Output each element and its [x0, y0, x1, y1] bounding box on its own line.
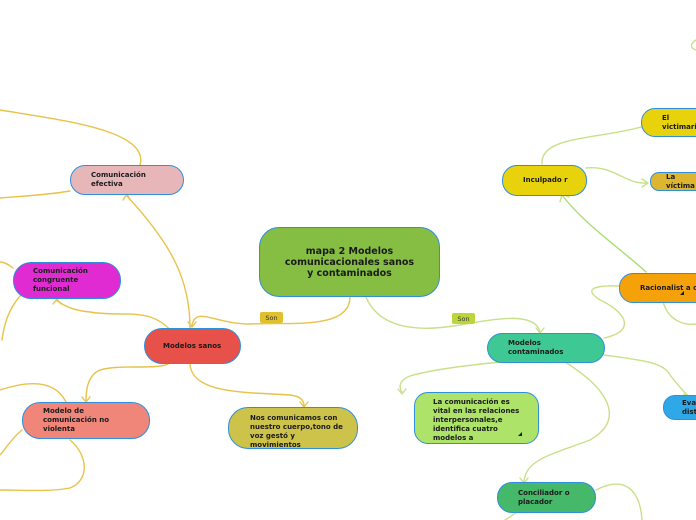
topic-la-victima[interactable]: La víctima [650, 172, 696, 191]
topic-inculpador[interactable]: Inculpado r [502, 165, 587, 196]
arrowhead-victima [641, 178, 649, 188]
link-contaminados-to-conciliador [523, 361, 610, 483]
collapse-marker-icon[interactable] [518, 432, 522, 436]
topic-conciliador[interactable]: Conciliador o placador [497, 482, 596, 513]
link-modelos-sanos-to-modelo-no-violenta [85, 363, 169, 401]
link-noviolenta-top [0, 382, 67, 403]
link-inculpador-to-victima [585, 167, 649, 184]
link-efectiva-left [0, 190, 71, 199]
link-central-to-modelos-sanos [191, 296, 351, 326]
topic-modelo-no-violenta-label: Modelo de comunicación no violenta [43, 407, 110, 433]
topic-modelos-sanos-label: Modelos sanos [163, 341, 222, 350]
topic-modelos-contaminados[interactable]: Modelos contaminados [487, 333, 605, 363]
link-racionalista-right [662, 301, 696, 325]
link-contaminados-to-racionalista [591, 285, 626, 339]
link-noviolenta-left [0, 429, 23, 456]
link-label-son-left: Son [260, 312, 283, 323]
topic-inculpador-label: Inculpado r [523, 176, 568, 184]
topic-modelos-contaminados-label: Modelos contaminados [508, 339, 564, 356]
link-central-to-modelos-contaminados [365, 296, 541, 333]
topic-comunicacion-congruente-label: Comunicación congruente funcional [33, 267, 88, 293]
link-conciliador-right [595, 483, 643, 520]
link-contaminados-to-evasivo [603, 354, 691, 399]
topic-comunicacion-congruente[interactable]: Comunicación congruente funcional [13, 262, 121, 299]
link-top-right [690, 39, 696, 51]
link-congruente-bottom [1, 295, 21, 341]
central-topic[interactable]: mapa 2 Modelos comunicacionales sanos y … [259, 227, 440, 297]
topic-la-comunicacion-vital-label: La comunicación es vital en las relacion… [433, 398, 520, 442]
topic-la-comunicacion-vital[interactable]: La comunicación es vital en las relacion… [414, 392, 539, 444]
link-contaminados-to-la-comunicacion-vital [399, 361, 501, 393]
topic-racionalista-label: Racionalist a o [640, 283, 696, 292]
arrowhead-congruente [52, 298, 62, 305]
central-topic-title: mapa 2 Modelos comunicacionales sanos y … [284, 245, 415, 279]
collapse-marker-icon[interactable] [680, 291, 684, 295]
topic-comunicacion-efectiva[interactable]: Comunicación efectiva [70, 165, 184, 195]
topic-racionalista[interactable]: Racionalist a o [619, 273, 696, 303]
topic-nos-comunicamos-label: Nos comunicamos con nuestro cuerpo,tono … [250, 414, 343, 449]
topic-el-victimario-label: El victimario [662, 113, 696, 131]
topic-el-victimario[interactable]: El victimario [641, 108, 696, 137]
link-inculpador-to-victimario [541, 124, 649, 165]
link-congruente-left [0, 261, 14, 269]
link-label-son-right: Son [452, 313, 475, 324]
arrowhead-vital [397, 388, 407, 395]
topic-comunicacion-efectiva-label: Comunicación efectiva [91, 171, 146, 188]
topic-conciliador-label: Conciliador o placador [518, 488, 570, 506]
topic-modelo-no-violenta[interactable]: Modelo de comunicación no violenta [22, 402, 150, 439]
link-modelos-sanos-to-nos-comunicamos [189, 363, 305, 407]
topic-modelos-sanos[interactable]: Modelos sanos [144, 328, 241, 364]
topic-la-victima-label: La víctima [666, 172, 695, 190]
link-racionalista-to-inculpador [561, 194, 647, 273]
topic-evasivo-label: Eva dist [682, 398, 696, 416]
link-modelos-sanos-to-comunicacion-efectiva [126, 195, 191, 329]
link-noviolenta-bottom [0, 439, 85, 492]
topic-nos-comunicamos[interactable]: Nos comunicamos con nuestro cuerpo,tono … [228, 407, 358, 449]
link-efectiva-top [0, 109, 142, 166]
arrowhead-modelos-sanos [187, 321, 197, 328]
topic-evasivo[interactable]: Eva dist [663, 395, 696, 420]
